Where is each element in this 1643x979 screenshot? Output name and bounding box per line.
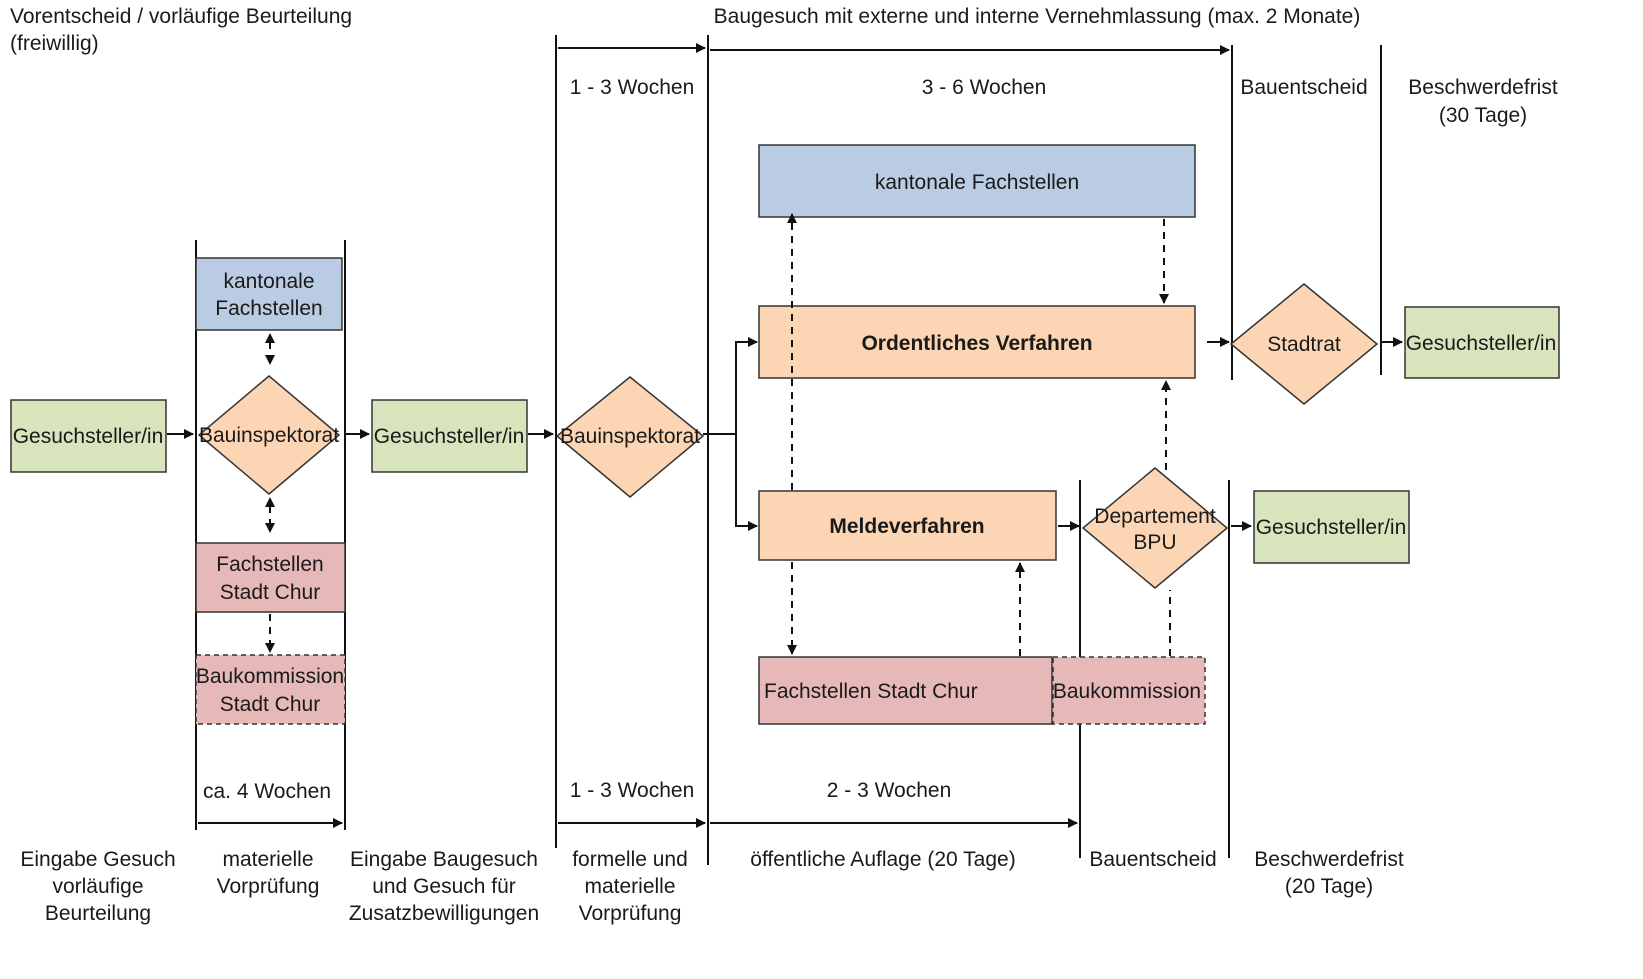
phase-label: materielle: [584, 875, 675, 898]
box-label: Gesuchsteller/in: [1406, 332, 1557, 355]
ordentliches-verfahren-box: Ordentliches Verfahren: [758, 305, 1196, 379]
phase-label: Bauentscheid: [1240, 76, 1367, 99]
phase-label: vorläufige: [52, 875, 143, 898]
diamond-label: BPU: [1133, 531, 1176, 554]
phase-label: Vorprüfung: [217, 875, 320, 898]
baukommission-box: Baukommission: [1052, 656, 1206, 725]
gesuchsteller-box: Gesuchsteller/in: [371, 399, 528, 473]
box-label: Ordentliches Verfahren: [861, 332, 1092, 355]
box-label: Meldeverfahren: [829, 515, 984, 538]
meldeverfahren-box: Meldeverfahren: [758, 490, 1057, 561]
box-label: Fachstellen Stadt Chur: [764, 680, 978, 703]
duration-label: ca. 4 Wochen: [203, 780, 331, 803]
vorentscheid-title: Vorentscheid / vorläufige Beurteilung: [10, 5, 352, 28]
fachstellen-stadt-chur-box: Fachstellen Stadt Chur: [758, 656, 1053, 725]
box-label: Stadt Chur: [220, 581, 320, 604]
box-label: kantonale Fachstellen: [875, 171, 1079, 194]
baukommission-stadt-chur-box: Baukommission Stadt Chur: [195, 654, 346, 725]
flow-arrow: [703, 337, 758, 435]
diamond-label: Bauinspektorat: [560, 425, 700, 448]
box-label: Gesuchsteller/in: [374, 425, 525, 448]
baugesuch-title: Baugesuch mit externe und interne Verneh…: [714, 5, 1361, 28]
phase-label: Bauentscheid: [1089, 848, 1216, 871]
phase-label: Eingabe Baugesuch: [350, 848, 538, 871]
phase-label: Beurteilung: [45, 902, 151, 925]
phase-label: formelle und: [572, 848, 688, 871]
box-label: Gesuchsteller/in: [1256, 516, 1407, 539]
vorentscheid-subtitle: (freiwillig): [10, 32, 99, 55]
box-label: Baukommission: [1053, 680, 1201, 703]
phase-label: Eingabe Gesuch: [20, 848, 175, 871]
box-label: Fachstellen: [216, 553, 323, 576]
phase-label: (20 Tage): [1285, 875, 1373, 898]
duration-label: 2 - 3 Wochen: [827, 779, 952, 802]
phase-label: materielle: [222, 848, 313, 871]
box-label: kantonale: [223, 270, 314, 293]
gesuchsteller-box: Gesuchsteller/in: [1253, 490, 1410, 564]
fachstellen-stadt-chur-box: Fachstellen Stadt Chur: [195, 542, 346, 613]
phase-label: öffentliche Auflage (20 Tage): [750, 848, 1015, 871]
gesuchsteller-box: Gesuchsteller/in: [1404, 306, 1560, 379]
box-label: Stadt Chur: [220, 693, 320, 716]
phase-label: Vorprüfung: [579, 902, 682, 925]
duration-label: 1 - 3 Wochen: [570, 76, 695, 99]
diamond-label: Stadtrat: [1267, 333, 1341, 356]
duration-label: 1 - 3 Wochen: [570, 779, 695, 802]
box-label: Fachstellen: [215, 297, 322, 320]
departement-bpu-diamond: Departement BPU: [1081, 467, 1229, 589]
box-label: Baukommission: [196, 665, 344, 688]
box-label: Gesuchsteller/in: [13, 425, 164, 448]
diamond-label: Bauinspektorat: [199, 424, 339, 447]
bauinspektorat-diamond: Bauinspektorat: [197, 375, 341, 495]
phase-label: und Gesuch für: [372, 875, 516, 898]
kantonale-fachstellen-box: kantonale Fachstellen: [758, 144, 1196, 218]
phase-label: Beschwerdefrist: [1254, 848, 1404, 871]
gesuchsteller-box: Gesuchsteller/in: [10, 399, 167, 473]
phase-label: Zusatzbewilligungen: [349, 902, 539, 925]
diamond-label: Departement: [1094, 505, 1216, 528]
phase-label: (30 Tage): [1439, 104, 1527, 127]
stadtrat-diamond: Stadtrat: [1229, 283, 1379, 405]
kantonale-fachstellen-box: kantonale Fachstellen: [195, 257, 343, 331]
duration-label: 3 - 6 Wochen: [922, 76, 1047, 99]
phase-label: Beschwerdefrist: [1408, 76, 1558, 99]
flow-arrow: [735, 434, 758, 531]
bauinspektorat-diamond: Bauinspektorat: [555, 376, 705, 498]
